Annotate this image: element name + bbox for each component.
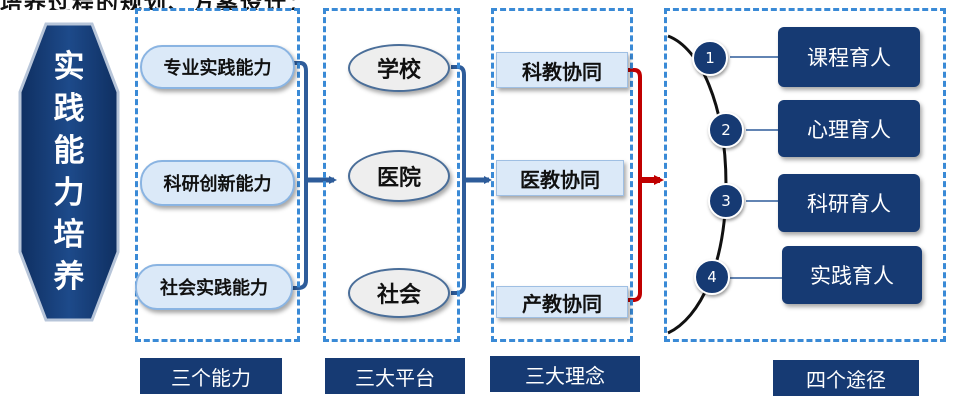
path-practice: 实践育人 [782,246,922,304]
frame-platforms [323,8,460,342]
core-text: 实践能力培养 [53,49,85,295]
platform-society: 社会 [348,268,450,318]
concept-medical-education: 医教协同 [496,160,624,196]
path-curriculum: 课程育人 [778,27,920,87]
concept-industry-education: 产教协同 [496,286,628,318]
platform-hospital: 医院 [348,150,450,202]
partial-heading: 培养过程的规划、方案设计： [0,0,520,10]
frame-paths [664,8,946,342]
path-number-2: 2 [708,112,744,148]
ability-research: 科研创新能力 [140,160,295,206]
frame-concepts [491,8,633,342]
bracket-abilities [292,61,308,290]
platform-school: 学校 [348,44,450,92]
path-number-4: 4 [694,259,730,295]
frame-abilities [135,8,300,342]
bracket-concepts [628,68,642,302]
path-research: 科研育人 [778,174,920,232]
ability-professional: 专业实践能力 [140,45,295,89]
path-number-3: 3 [708,183,744,219]
core-hexagon [18,22,120,322]
column-label-platforms: 三大平台 [325,358,465,394]
path-number-1: 1 [692,40,728,76]
column-label-concepts: 三大理念 [490,356,640,392]
column-label-abilities: 三个能力 [140,358,282,394]
ability-social: 社会实践能力 [135,264,293,310]
concept-science-education: 科教协同 [496,52,628,88]
column-label-paths: 四个途径 [773,360,919,396]
path-psychology: 心理育人 [778,100,920,157]
